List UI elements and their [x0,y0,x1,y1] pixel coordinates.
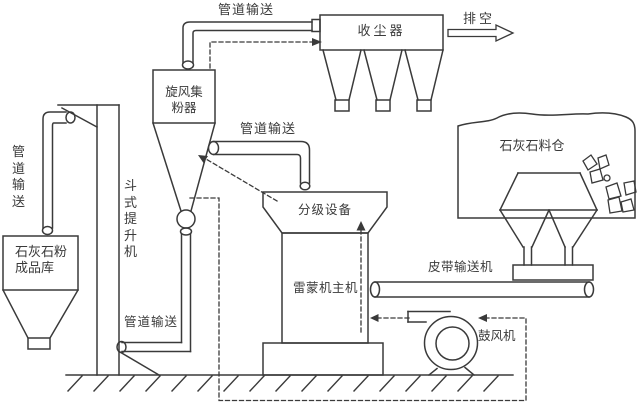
cyclone-collector-shape [152,69,216,353]
mill-updraft-dashed [356,221,366,333]
pipe-transport-top-label: 管道输送 [218,2,275,17]
blower-outlet-dashed [370,314,410,322]
pipe-transport-bottom-label: 管道输送 [124,315,179,329]
pipe-cyclone-to-elevator [116,340,192,354]
classifier-label: 分级设备 [297,203,352,217]
mill-main-label: 雷蒙机主机 [293,281,359,295]
exhaust-arrow [447,23,515,43]
belt-conveyor-shape [369,264,595,298]
blower-shape [407,310,479,377]
bucket-elevator-shape [57,104,161,377]
dust-collector-shape [319,14,444,112]
limestone-silo-label: 石灰石料仓 [499,138,565,153]
limestone-silo-shape [457,112,636,219]
blower-label: 鼓风机 [478,329,516,343]
dust-collector-label: 收尘器 [357,23,406,38]
exhaust-label: 排空 [463,11,496,26]
bucket-elevator-label: 斗式提升机 [124,178,138,259]
classifier-to-cyclone-dashed [198,155,278,202]
pipe-transport-left-label: 管道输送 [12,144,26,209]
rocks [582,154,637,214]
product-bin-label: 石灰石粉成品库 [15,244,68,275]
mill-shape [262,232,384,376]
pipe-classifier-to-cyclone [207,140,311,191]
cyclone-collector-label: 旋风集粉器 [165,85,203,116]
belt-conveyor-label: 皮带输送机 [428,260,494,274]
silo-discharge-hopper [498,171,599,266]
pipe-cyclone-to-dust-collector [181,18,321,70]
pipe-elevator-to-bin [41,111,76,236]
pipe-transport-middle-label: 管道输送 [240,121,297,136]
ground-hatching [65,374,514,392]
return-air-dashed [189,197,527,402]
air-duct-dashed-to-dust-collector [209,38,322,69]
product-bin-shape [1,235,80,350]
